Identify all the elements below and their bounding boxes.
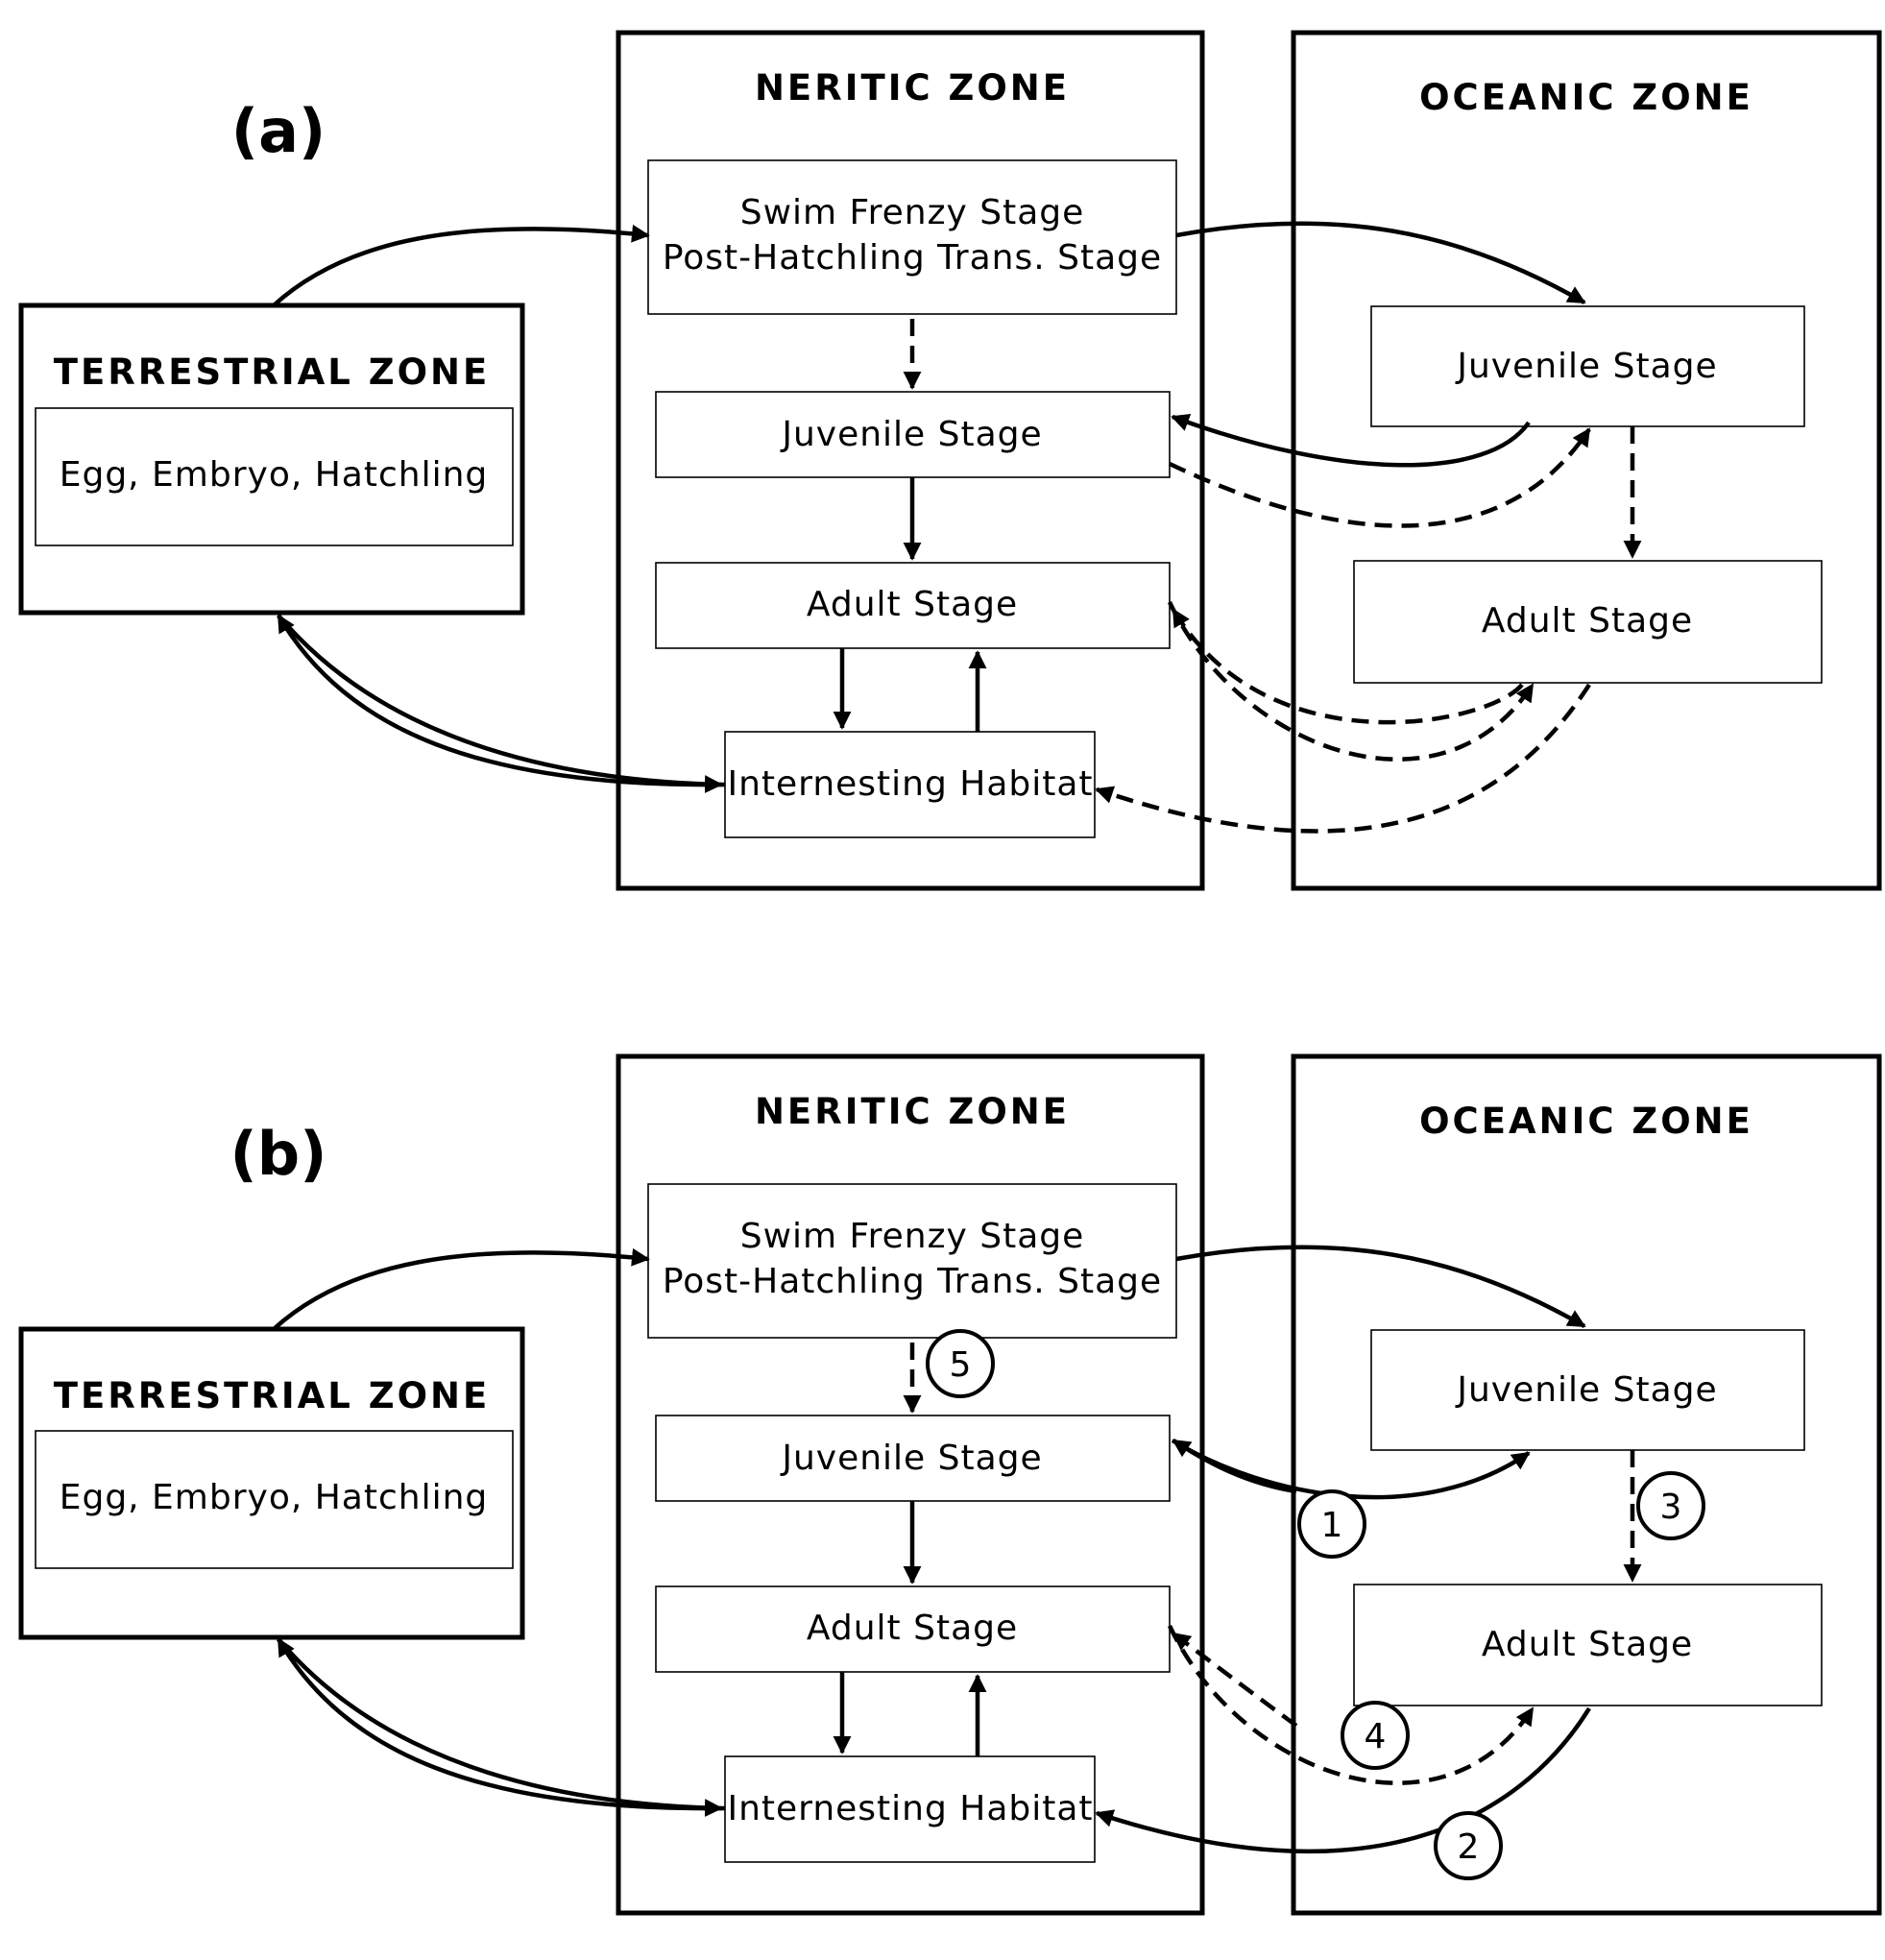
pathway-marker-3: 3	[1636, 1471, 1705, 1540]
egg-embryo-hatchling-box-b	[35, 1430, 514, 1569]
egg-embryo-hatchling-box-a	[35, 407, 514, 546]
post-hatchling-text-b: Post-Hatchling Trans. Stage	[663, 1262, 1162, 1301]
arrow-terrestrial-to-internesting-b	[277, 1637, 723, 1818]
oceanic-juvenile-text-a: Juvenile Stage	[1455, 347, 1717, 386]
pathway-marker-1: 1	[1297, 1489, 1366, 1559]
oceanic-adult-box-a	[1353, 560, 1823, 684]
neritic-adult-box-b	[655, 1585, 1171, 1673]
arrow-terrestrial-to-swim-b	[272, 1247, 650, 1331]
arrow-neritic-adult-to-oceanic-adult-b	[1167, 1625, 1535, 1785]
panel-a: (a) TERRESTRIAL ZONE Egg, Embryo, Hatchl…	[18, 30, 1882, 891]
panel-b-label: (b)	[230, 1119, 326, 1189]
panel-a-label: (a)	[231, 96, 326, 166]
arrow-swim-to-oceanic-juvenile-b	[1175, 1245, 1586, 1328]
arrow-oceanic-adult-to-internesting-b	[1095, 1706, 1591, 1854]
neritic-zone-title-a: NERITIC ZONE	[755, 67, 1070, 109]
neritic-adult-text-b: Adult Stage	[807, 1609, 1018, 1648]
neritic-adult-text-a: Adult Stage	[807, 585, 1018, 624]
oceanic-zone-b	[1291, 1053, 1882, 1916]
arrow-oceanic-adult-to-internesting-a	[1095, 683, 1591, 834]
arrow-terrestrial-to-internesting-a	[277, 614, 723, 794]
internesting-habitat-text-b: Internesting Habitat	[727, 1789, 1093, 1828]
arrow-swim-to-oceanic-juvenile-a	[1175, 221, 1586, 304]
neritic-juvenile-box-b	[655, 1415, 1171, 1502]
pathway-marker-4: 4	[1341, 1701, 1410, 1770]
oceanic-zone-a	[1291, 30, 1882, 891]
pathway-number-2: 2	[1458, 1827, 1480, 1867]
neritic-juvenile-box-a	[655, 391, 1171, 478]
neritic-juvenile-text-a: Juvenile Stage	[780, 415, 1042, 454]
panel-b: (b) TERRESTRIAL ZONE Egg, Embryo, Hatchl…	[18, 1053, 1882, 1916]
neritic-zone-title-b: NERITIC ZONE	[755, 1091, 1070, 1132]
oceanic-juvenile-text-b: Juvenile Stage	[1455, 1370, 1717, 1410]
arrow-oceanic-adult-to-neritic-adult-a	[1172, 608, 1524, 725]
terrestrial-zone-title-a: TERRESTRIAL ZONE	[54, 351, 491, 393]
neritic-adult-box-a	[655, 562, 1171, 649]
swim-frenzy-text-b: Swim Frenzy Stage	[740, 1217, 1085, 1256]
arrow-neritic-adult-to-oceanic-adult-a	[1167, 601, 1535, 762]
egg-embryo-hatchling-text-b: Egg, Embryo, Hatchling	[60, 1478, 489, 1517]
swim-frenzy-box-a	[647, 159, 1177, 315]
neritic-juvenile-text-b: Juvenile Stage	[780, 1439, 1042, 1478]
arrow-terrestrial-to-swim-a	[272, 224, 650, 307]
arrow-oceanic-juvenile-to-neritic-juvenile-b	[1172, 1439, 1297, 1494]
internesting-habitat-box-b	[724, 1755, 1096, 1863]
pathway-marker-2: 2	[1434, 1811, 1503, 1880]
oceanic-adult-box-b	[1353, 1584, 1823, 1706]
oceanic-adult-text-a: Adult Stage	[1482, 601, 1693, 641]
oceanic-juvenile-box-b	[1370, 1329, 1805, 1451]
egg-embryo-hatchling-text-a: Egg, Embryo, Hatchling	[60, 455, 489, 495]
swim-frenzy-box-b	[647, 1183, 1177, 1339]
arrow-oceanic-adult-to-neritic-adult-b	[1172, 1632, 1298, 1728]
arrow-internesting-to-terrestrial-a	[277, 614, 726, 787]
pathway-number-5: 5	[950, 1345, 972, 1385]
swim-frenzy-text-a: Swim Frenzy Stage	[740, 193, 1085, 232]
terrestrial-zone-title-b: TERRESTRIAL ZONE	[54, 1375, 491, 1416]
oceanic-zone-title-b: OCEANIC ZONE	[1419, 1101, 1753, 1142]
post-hatchling-text-a: Post-Hatchling Trans. Stage	[663, 238, 1162, 278]
pathway-number-3: 3	[1660, 1488, 1682, 1527]
oceanic-zone-title-a: OCEANIC ZONE	[1419, 77, 1753, 118]
oceanic-juvenile-box-a	[1370, 305, 1805, 427]
pathway-number-1: 1	[1321, 1506, 1343, 1545]
arrow-oceanic-juvenile-to-neritic-juvenile-a	[1171, 414, 1531, 468]
pathway-number-4: 4	[1365, 1717, 1387, 1756]
pathway-marker-5: 5	[926, 1329, 995, 1398]
oceanic-adult-text-b: Adult Stage	[1482, 1625, 1693, 1664]
arrow-internesting-to-terrestrial-b	[277, 1637, 726, 1811]
internesting-habitat-text-a: Internesting Habitat	[727, 764, 1093, 804]
arrow-neritic-juvenile-to-oceanic-juvenile-a	[1169, 427, 1591, 528]
internesting-habitat-box-a	[724, 731, 1096, 838]
